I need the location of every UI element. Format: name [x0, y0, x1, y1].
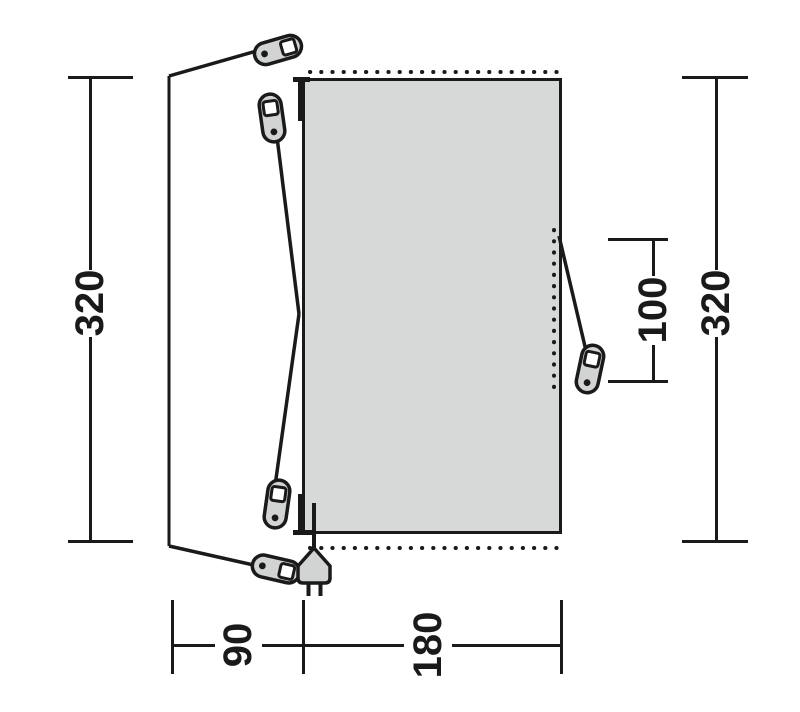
corner-brackets-group: [293, 77, 312, 535]
peg-bottom-left-round-hole: [258, 562, 266, 570]
awning-body-group: [302, 78, 562, 534]
dim-100-label: 100: [631, 277, 675, 344]
peg-top-left-round-hole: [261, 50, 268, 58]
guy-line-top-left: [168, 48, 261, 78]
peg-upper-middle-round-hole: [270, 128, 278, 136]
peg-lower-middle: [262, 478, 292, 530]
dimension-height-left: 320: [68, 76, 133, 543]
dimension-depth-right: 100: [608, 238, 675, 383]
plug-body: [296, 546, 332, 585]
dimension-widths-bottom: 90 180: [171, 600, 563, 679]
peg-top-left: [252, 33, 304, 67]
guy-line-bottom-left: [168, 544, 259, 568]
dimension-height-right: 320: [682, 76, 748, 543]
peg-lower-middle-square-hole: [269, 485, 288, 504]
peg-right: [574, 343, 606, 395]
peg-lower-middle-round-hole: [271, 514, 279, 522]
peg-right-square-hole: [582, 349, 602, 369]
power-plug-icon: [296, 503, 332, 596]
awning-body-fill: [303, 78, 561, 534]
dim-180-label: 180: [406, 612, 450, 679]
inner-pole-lower: [273, 313, 301, 487]
peg-upper-middle: [257, 92, 287, 144]
dotted-edges-group: [308, 70, 562, 550]
guy-line-right: [557, 235, 589, 356]
dim-right-label: 320: [694, 270, 738, 337]
peg-upper-middle-square-hole: [261, 99, 280, 118]
peg-top-left-square-hole: [279, 37, 299, 57]
dim-left-label: 320: [68, 270, 112, 337]
peg-bottom-left-square-hole: [277, 562, 297, 581]
peg-bottom-left: [250, 553, 302, 585]
canopy-outline-group: [167, 48, 589, 568]
peg-right-round-hole: [583, 379, 591, 387]
dim-90-label: 90: [216, 623, 260, 668]
inner-pole-upper: [275, 136, 301, 315]
